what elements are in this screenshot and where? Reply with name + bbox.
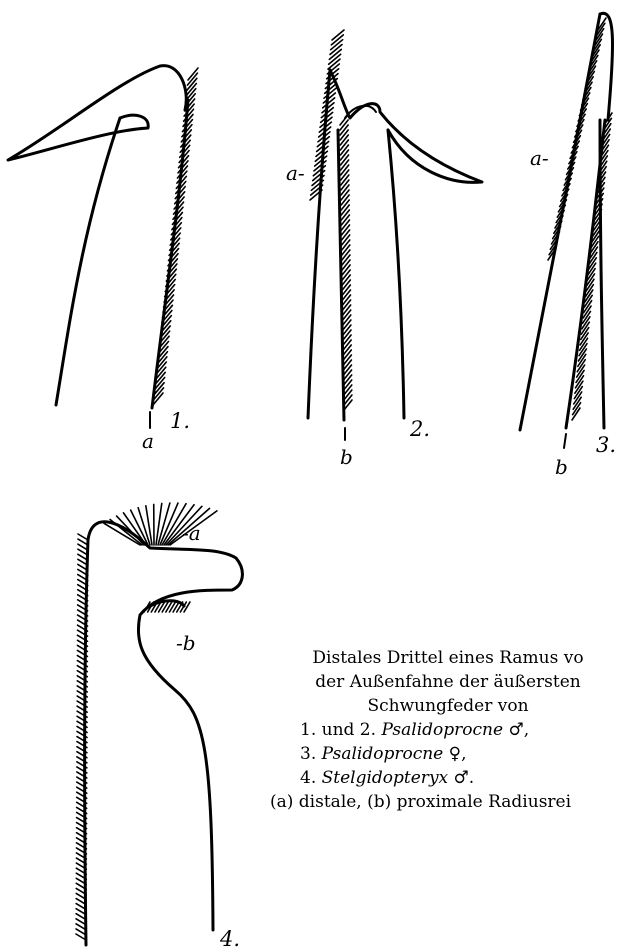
barbule-stroke [341,175,349,185]
barbule-stroke [343,325,351,335]
barbule-stroke [343,305,351,315]
barbule-stroke [342,225,350,235]
barbule-stroke [343,300,351,310]
caption-item-2-sex: ♀, [449,744,467,764]
barbule-stroke [341,155,349,165]
barbule-stroke [342,240,350,250]
barbule-stroke [340,135,348,145]
barbule-stroke [341,220,349,230]
barbule-stroke [341,160,349,170]
caption-item-1: 1. und 2. Psalidoprocne ♂, [270,718,626,742]
barbule-stroke [342,260,350,270]
panel-3-proximal-barbules [572,113,612,420]
panel-2-label-a: a- [286,161,305,185]
barbule-stroke [343,360,351,370]
panel-4-side-barbules [76,534,88,940]
barbule-stroke [343,345,351,355]
barbule-stroke [341,215,349,225]
barbule-stroke [344,370,352,380]
barbule-stroke [341,210,349,220]
barbule-stroke [342,285,350,295]
barbule-stroke [343,330,351,340]
panel-4-label-b: -b [176,631,196,655]
panel-1-drawing [8,66,198,408]
caption-item-1-species: Psalidoprocne [381,720,503,740]
barbule-stroke [340,125,348,135]
barbule-stroke [341,165,349,175]
barbule-stroke [344,390,352,400]
barbule-stroke [343,295,351,305]
barbule-stroke [343,315,351,325]
panel-4-drawing [76,503,242,945]
barbule-stroke [342,290,350,300]
caption-item-3-species: Stelgidopteryx [322,768,449,788]
barbule-stroke [342,280,350,290]
caption-line-1: Distales Drittel eines Ramus vo [270,646,626,670]
barbule-stroke [342,245,350,255]
barbule-stroke [344,400,352,410]
panel-3-pointer [564,434,566,448]
caption-legend: (a) distale, (b) proximale Radiusrei [270,790,626,814]
barbule-stroke [340,130,348,140]
barbule-stroke [340,115,348,125]
barbule-stroke [344,395,352,405]
caption-item-2-prefix: 3. [300,744,322,764]
panel-2-drawing [308,30,482,420]
barbule-stroke [341,180,349,190]
barbule-stroke [342,230,350,240]
panel-1-label-a: a [142,429,154,453]
figure-caption: Distales Drittel eines Ramus vo der Auße… [270,646,626,814]
barbule-stroke [117,516,144,545]
barbule-stroke [344,380,352,390]
barbule-stroke [342,265,350,275]
barbule-stroke [341,190,349,200]
barbule-stroke [344,365,352,375]
panel-4-number: 4. [219,927,240,950]
barbule-stroke [341,195,349,205]
barbule-stroke [343,320,351,330]
panel-2-number: 2. [409,417,430,441]
barbule-stroke [344,385,352,395]
panel-2-label-b: b [340,445,353,469]
barbule-stroke [343,310,351,320]
panel-3-drawing [520,13,613,430]
panel-3-label-b: b [555,455,568,479]
barbule-stroke [341,185,349,195]
barbule-stroke [341,205,349,215]
panel-1-number: 1. [170,409,190,433]
barbule-stroke [341,170,349,180]
barbule-stroke [340,145,348,155]
caption-item-3-sex: ♂. [454,768,475,788]
barbule-stroke [341,200,349,210]
panel-3-number: 3. [596,433,616,457]
barbule-stroke [343,355,351,365]
barbule-stroke [344,375,352,385]
caption-line-2: der Außenfahne der äußersten [270,670,626,694]
caption-item-2-species: Psalidoprocne [322,744,444,764]
barbule-stroke [342,235,350,245]
caption-item-3: 4. Stelgidopteryx ♂. [270,766,626,790]
caption-item-3-prefix: 4. [300,768,322,788]
barbule-stroke [343,350,351,360]
barbule-stroke [343,335,351,345]
panel-4-label-a: -a [182,521,201,545]
caption-item-1-prefix: 1. und 2. [300,720,381,740]
barbule-stroke [156,503,162,545]
caption-line-3: Schwungfeder von [270,694,626,718]
barbule-stroke [340,140,348,150]
barbule-stroke [340,150,348,160]
barbule-stroke [342,275,350,285]
caption-item-2: 3. Psalidoprocne ♀, [270,742,626,766]
barbule-stroke [343,340,351,350]
barbule-stroke [342,255,350,265]
barbule-stroke [342,250,350,260]
barbule-stroke [340,120,348,130]
panel-3-label-a: a- [530,146,549,170]
barbule-stroke [342,270,350,280]
caption-item-1-sex: ♂, [508,720,529,740]
